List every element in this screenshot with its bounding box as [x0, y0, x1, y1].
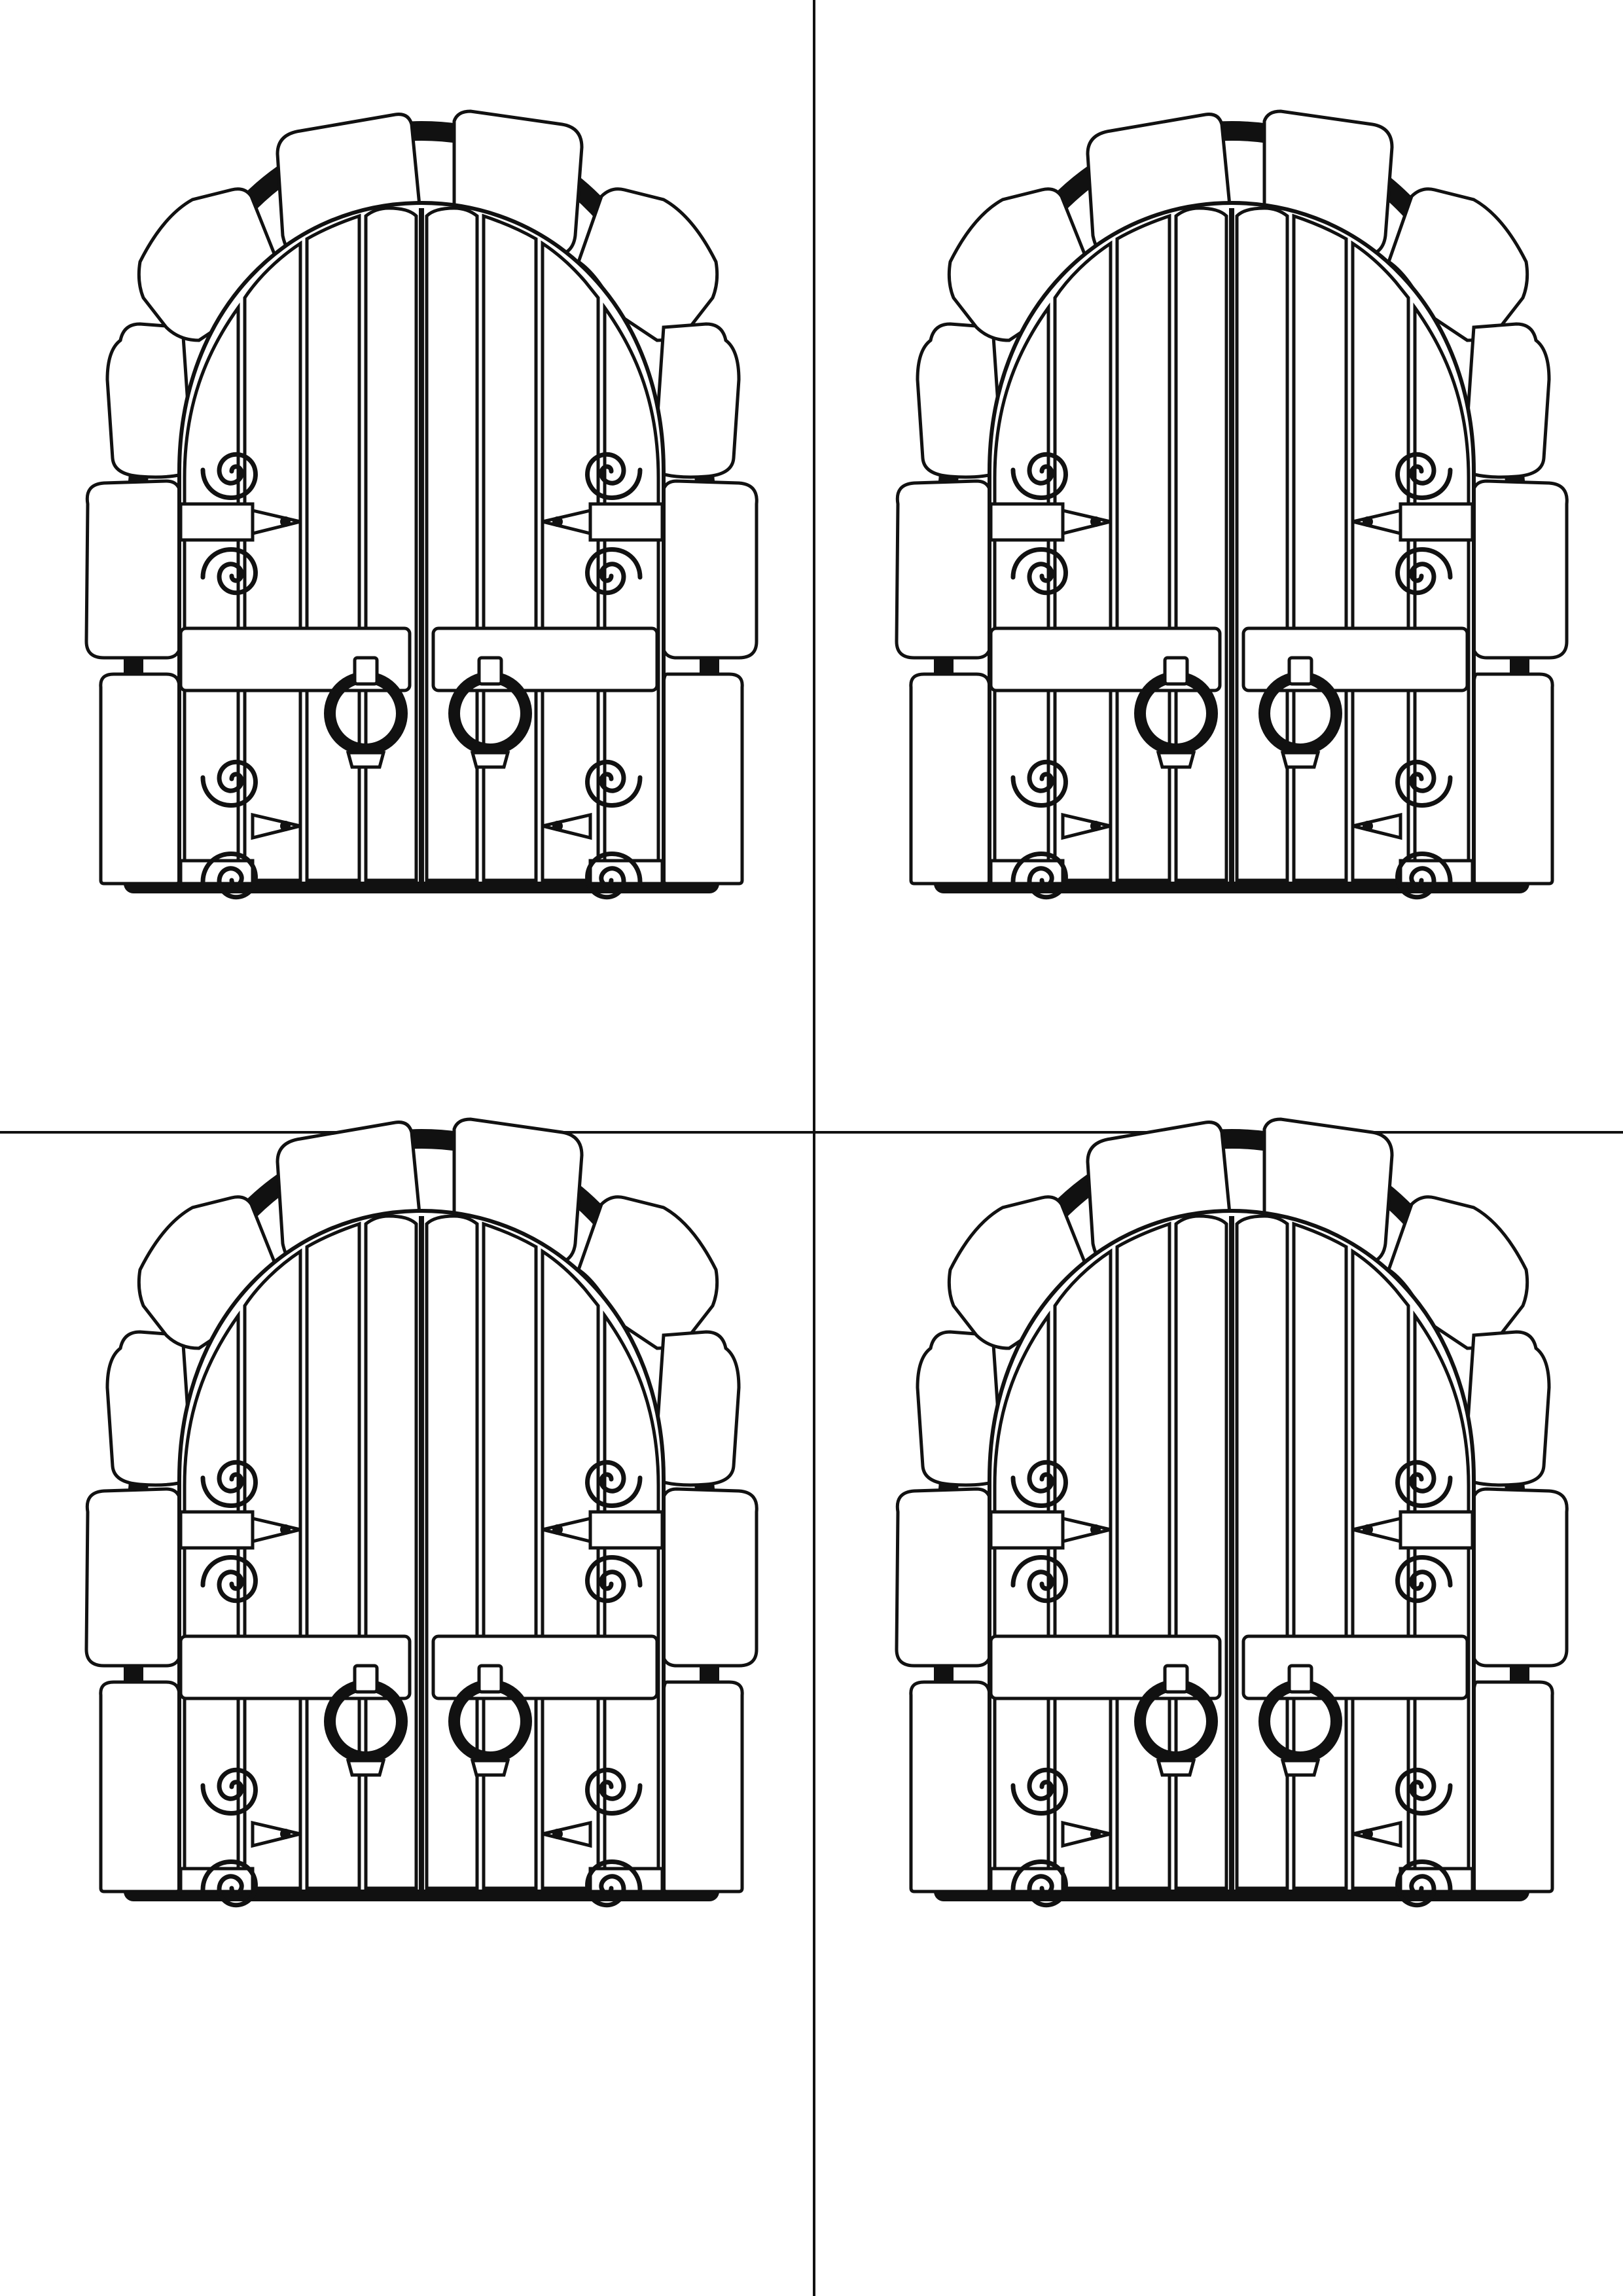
door-bottom-right — [897, 1119, 1567, 1905]
door-top-right — [897, 111, 1567, 897]
door-top-left — [86, 111, 757, 897]
door-bottom-left — [86, 1119, 757, 1905]
